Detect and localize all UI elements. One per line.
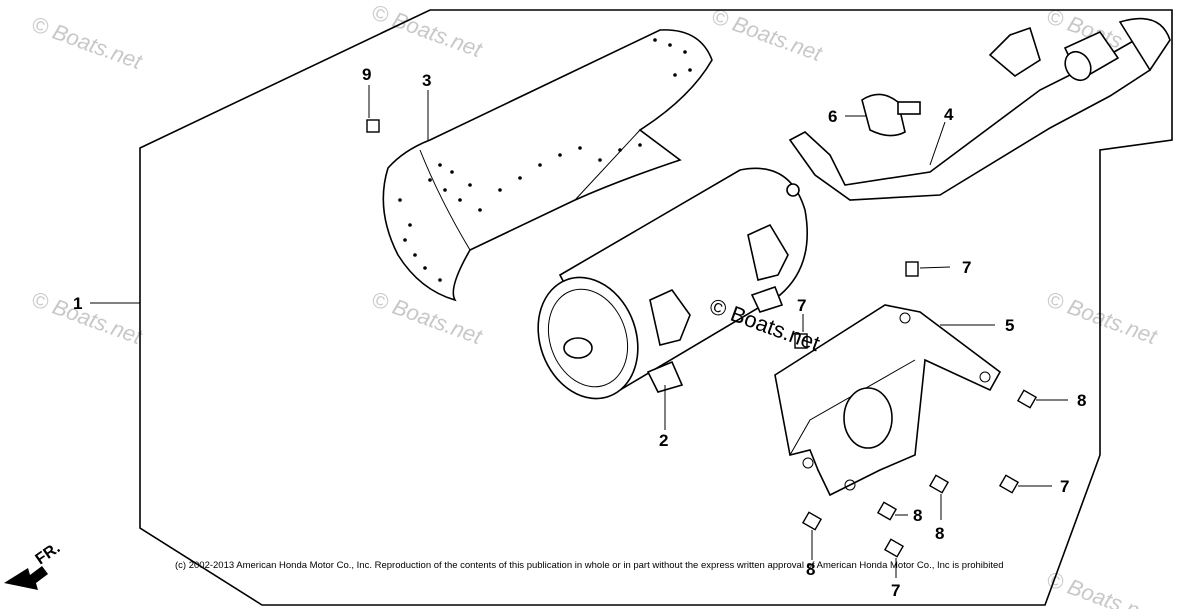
front-label: FR. (33, 540, 64, 569)
watermark-text: © Boats.net (1043, 566, 1161, 609)
callout-8c: 8 (935, 524, 944, 543)
muffler (537, 167, 808, 400)
bolt-7b (794, 333, 808, 349)
watermark-text: © Boats.net (1043, 286, 1161, 349)
callout-5: 5 (1005, 316, 1014, 335)
callout-8b: 8 (913, 506, 922, 525)
bolt-8a (1016, 389, 1038, 409)
leader-lines (90, 85, 1068, 578)
assembly-boundary (139, 9, 1173, 606)
bolt-9 (366, 119, 380, 133)
watermark-text: © Boats.net (28, 11, 146, 74)
callout-3: 3 (422, 71, 431, 90)
callout-7b: 7 (797, 296, 806, 315)
callout-8a: 8 (1077, 391, 1086, 410)
heat-shield (382, 29, 713, 302)
bolt-8b (801, 511, 823, 531)
muffler-bracket (774, 304, 1002, 497)
callout-7c: 7 (1060, 477, 1069, 496)
exhaust-pipe (788, 17, 1171, 201)
front-arrow: FR. (4, 540, 63, 590)
bolt-7d (883, 538, 905, 558)
bolt-7a (905, 261, 919, 277)
copyright-notice: (c) 2002-2013 American Honda Motor Co., … (175, 560, 1004, 571)
callout-8d: 8 (806, 560, 815, 579)
watermark-text: © Boats.net (368, 286, 486, 349)
bolt-7c (998, 474, 1020, 494)
bolt-8c (876, 501, 898, 521)
callout-7a: 7 (962, 258, 971, 277)
callout-2: 2 (659, 431, 668, 450)
callout-labels: 1 2 3 4 5 6 7 7 7 7 8 8 8 8 9 (73, 65, 1086, 600)
callout-1: 1 (73, 294, 82, 313)
bolt-8d (928, 474, 950, 494)
watermark-text: © Boats.net (28, 286, 146, 349)
watermark-text: © Boats.net (708, 3, 826, 66)
bolts (366, 119, 1038, 558)
callout-6: 6 (828, 107, 837, 126)
callout-7d: 7 (891, 581, 900, 600)
callout-9: 9 (362, 65, 371, 84)
callout-4: 4 (944, 105, 954, 124)
pipe-clamp (861, 93, 921, 137)
